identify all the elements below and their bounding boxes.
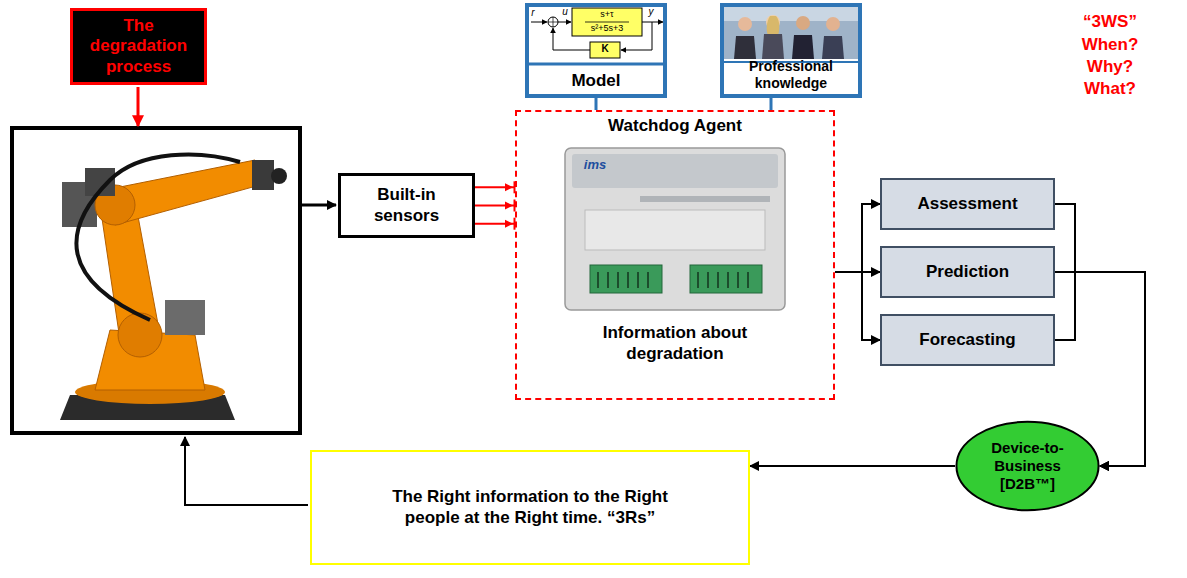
- team-photo: [738, 17, 752, 31]
- watchdog-device: [572, 154, 778, 188]
- block-diagram: [548, 17, 558, 27]
- team-photo: [792, 35, 814, 59]
- layout-arrow: [302, 204, 336, 207]
- watchdog-device: [565, 148, 785, 310]
- block-diagram: [553, 28, 590, 50]
- connector-arrow: [1055, 204, 1145, 466]
- block-diagram: [558, 22, 571, 23]
- block-diagram: [529, 8, 663, 64]
- transfer-numerator: s+τ: [572, 9, 642, 19]
- layout-arrow: [185, 437, 308, 505]
- node-text: Professional knowledge: [728, 58, 854, 92]
- node-text: Built-in sensors: [349, 185, 464, 226]
- robot-illustration: [271, 168, 287, 184]
- node-text: Assessment: [917, 194, 1017, 214]
- connector-arrow: [750, 465, 955, 467]
- message-box: The Right information to the Right peopl…: [310, 450, 750, 565]
- transfer-denominator: s²+5s+3: [572, 23, 642, 33]
- question-label: “3WS”: [1065, 12, 1155, 32]
- process-box: The degradation process: [70, 8, 207, 85]
- block-diagram: [529, 63, 663, 66]
- device-logo: ims: [574, 158, 616, 173]
- robot-illustration: [118, 313, 162, 357]
- node-text: The degradation process: [77, 16, 200, 77]
- model-box: Model: [525, 3, 667, 98]
- team-photo: [762, 34, 784, 59]
- watchdog-device: [690, 265, 762, 293]
- node-body-text: Information about degradation: [570, 323, 780, 364]
- process-box: Assessment: [880, 178, 1055, 230]
- robot-illustration: [252, 160, 274, 190]
- agent-region: Watchdog AgentInformation about degradat…: [515, 110, 835, 400]
- block-diagram: [621, 22, 652, 50]
- connector-arrow: [595, 98, 598, 110]
- ellipse-outline: [956, 422, 1098, 510]
- team-photo: [796, 16, 810, 30]
- question-label: Why?: [1065, 57, 1155, 77]
- connector-arrow: [835, 272, 880, 340]
- team-photo: [826, 17, 840, 31]
- node-text: Device-to-Business [D2B™]: [972, 439, 1084, 493]
- robot-illustration: [12, 128, 300, 433]
- node-text: Forecasting: [919, 330, 1015, 350]
- team-photo: [724, 7, 858, 62]
- layout-arrow: [138, 87, 336, 505]
- watchdog-device: [585, 210, 765, 250]
- connector-arrow: [475, 205, 515, 207]
- node-text: Model: [571, 71, 620, 91]
- process-box: Forecasting: [880, 314, 1055, 366]
- process-box: Prediction: [880, 246, 1055, 298]
- question-label: When?: [1065, 35, 1155, 55]
- block-diagram: [531, 22, 547, 23]
- robot-illustration: [12, 128, 300, 433]
- node-text: Watchdog Agent: [608, 116, 742, 136]
- robot-illustration: [76, 155, 240, 320]
- question-label: What?: [1065, 79, 1155, 99]
- block-diagram: [548, 17, 558, 27]
- robot-illustration: [165, 300, 205, 335]
- signal-name: y: [645, 6, 657, 18]
- team-photo: [734, 36, 756, 59]
- signal-name: u: [559, 6, 571, 18]
- connector-arrow: [770, 98, 773, 110]
- connector-arrow: [835, 204, 880, 272]
- business-ellipse: Device-to-Business [D2B™]: [955, 420, 1100, 512]
- gain-name: K: [590, 43, 620, 55]
- node-text: Prediction: [926, 262, 1009, 282]
- team-photo: [767, 16, 780, 35]
- block-diagram: [590, 42, 620, 58]
- watchdog-device: [640, 196, 770, 202]
- watchdog-device: [565, 148, 785, 310]
- node-text: The Right information to the Right peopl…: [368, 487, 693, 528]
- connector-arrow: [475, 223, 515, 225]
- team-photo: [822, 36, 844, 59]
- layout-arrow: [137, 87, 140, 126]
- block-diagram: [585, 22, 629, 23]
- team-photo: [724, 7, 858, 59]
- knowledge-box: Professional knowledge: [720, 3, 862, 98]
- watchdog-device: [590, 265, 662, 293]
- block-diagram: [572, 8, 642, 36]
- sensor-box: Built-in sensors: [338, 173, 475, 238]
- connector-arrow: [475, 186, 515, 188]
- watchdog-device: [598, 272, 748, 288]
